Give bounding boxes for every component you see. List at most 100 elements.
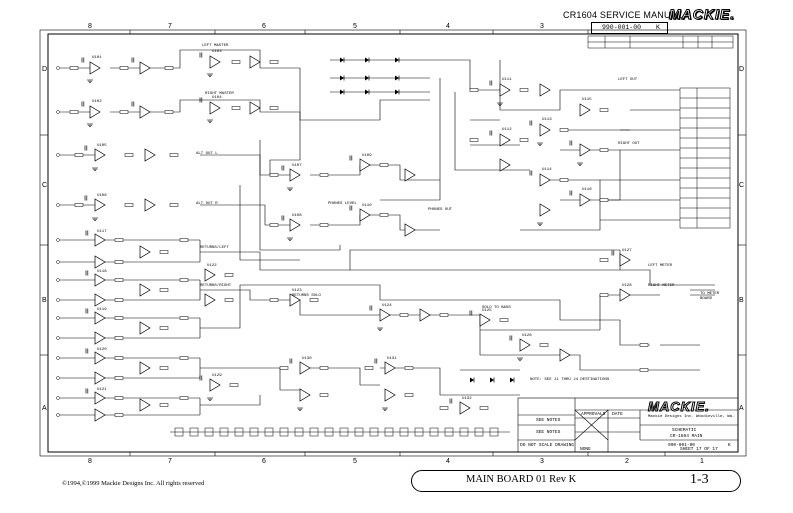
grid-col-top-7: 7 <box>168 23 172 30</box>
grid-col-top-6: 6 <box>262 23 266 30</box>
bottom-connector-row <box>174 427 499 437</box>
svg-text:U128: U128 <box>622 284 632 288</box>
grid-row-right-d: D <box>739 66 745 73</box>
svg-text:U117: U117 <box>97 230 107 234</box>
left-input-connectors <box>56 66 60 417</box>
svg-text:U120: U120 <box>97 348 107 352</box>
label-alt-out-r: ALT OUT R <box>196 202 218 206</box>
label-left-master: LEFT MASTER <box>202 44 229 48</box>
doc-number: 990-001-00 <box>602 24 642 31</box>
label-to-meter-board: TO METER BOARD <box>700 292 720 301</box>
label-alt-out-l: ALT OUT L <box>196 152 218 156</box>
label-solo-to-bass: SOLO TO BASS <box>482 306 511 310</box>
grid-col-bottom-3: 3 <box>540 458 544 465</box>
label-left-out: LEFT OUT <box>618 78 638 82</box>
drawing-frame <box>47 33 739 453</box>
title-block-sheet: SHEET 17 OF 17 <box>680 447 718 452</box>
manual-title: CR1604 SERVICE MANUAL <box>563 10 683 20</box>
grid-col-bottom-8: 8 <box>88 458 92 465</box>
grid-row-left-b: B <box>42 297 47 304</box>
svg-text:U102: U102 <box>92 100 102 104</box>
svg-text:U106: U106 <box>97 194 107 198</box>
title-block-scale: NONE <box>580 447 591 452</box>
title-block-frame <box>517 397 739 453</box>
svg-text:U108: U108 <box>292 214 302 218</box>
signal-wires <box>60 49 715 433</box>
diode-array <box>339 57 515 383</box>
title-block-see-notes-1: SEE NOTES <box>536 418 561 423</box>
grid-row-right-a: A <box>739 405 744 412</box>
svg-text:U110: U110 <box>362 204 372 208</box>
page-number: 1-3 <box>690 472 709 487</box>
grid-col-top-8: 8 <box>88 23 92 30</box>
resistor-array <box>69 60 649 417</box>
grid-col-bottom-5: 5 <box>353 458 357 465</box>
label-right-master: RIGHT MASTER <box>205 92 234 96</box>
svg-text:U115: U115 <box>582 98 592 102</box>
svg-text:U130: U130 <box>302 357 312 361</box>
label-phones-out: PHONES OUT <box>428 208 453 212</box>
grid-col-top-5: 5 <box>353 23 357 30</box>
label-returns-right: RETURNS/RIGHT <box>200 284 232 288</box>
svg-text:U103: U103 <box>212 50 222 54</box>
capacitor-array <box>81 52 615 404</box>
grid-row-left-a: A <box>42 405 47 412</box>
grid-col-bottom-6: 6 <box>262 458 266 465</box>
grid-col-bottom-7: 7 <box>168 458 172 465</box>
svg-text:U107: U107 <box>292 164 302 168</box>
svg-text:U119: U119 <box>97 308 107 312</box>
label-returns-solo: RETURNS SOLO <box>292 294 321 298</box>
svg-text:U125: U125 <box>482 309 492 313</box>
label-right-out: RIGHT OUT <box>618 142 640 146</box>
svg-text:U112: U112 <box>502 128 512 132</box>
label-phones-level: PHONES LEVEL <box>328 202 357 206</box>
svg-text:U118: U118 <box>97 270 107 274</box>
grid-row-left-d: D <box>42 66 48 73</box>
svg-text:U131: U131 <box>387 357 397 361</box>
title-block-rev: K <box>728 443 731 448</box>
title-block-date: DATE <box>612 412 623 417</box>
grid-col-bottom-2: 2 <box>625 458 629 465</box>
label-right-meter: RIGHT METER <box>648 284 675 288</box>
drawing-outer-frame <box>39 29 747 457</box>
svg-text:U123: U123 <box>292 289 302 293</box>
svg-text:U105: U105 <box>97 144 107 148</box>
svg-text:U122: U122 <box>207 264 217 268</box>
title-block-do-not-scale: DO NOT SCALE DRAWING <box>520 443 575 448</box>
copyright-notice: ©1994,©1999 Mackie Designs Inc. All righ… <box>62 480 205 487</box>
svg-text:U116: U116 <box>582 188 592 192</box>
grid-col-top-4: 4 <box>446 23 450 30</box>
column-ticks <box>40 30 746 456</box>
svg-text:U127: U127 <box>622 249 632 253</box>
grid-col-bottom-1: 1 <box>700 458 704 465</box>
title-block-sheet-title: SCHEMATIC <box>672 428 697 433</box>
revision-table <box>587 35 734 49</box>
svg-text:U113: U113 <box>542 118 552 122</box>
grid-row-right-b: B <box>739 297 744 304</box>
label-left-meter: LEFT METER <box>648 264 673 268</box>
svg-text:U121: U121 <box>97 388 107 392</box>
svg-text:U109: U109 <box>362 154 372 158</box>
svg-text:U104: U104 <box>212 96 222 100</box>
title-block-drawing-number: 990-001-00 <box>668 443 696 448</box>
svg-text:U129: U129 <box>212 374 222 378</box>
grid-col-bottom-4: 4 <box>446 458 450 465</box>
svg-text:U126: U126 <box>522 334 532 338</box>
label-note: NOTE: SEE J1 THRU J4 DESTINATIONS <box>530 378 610 382</box>
title-block-see-notes-2: SEE NOTES <box>536 430 561 435</box>
grid-col-top-3: 3 <box>540 23 544 30</box>
mackie-logo: MACKIE. <box>668 6 736 23</box>
ground-symbols <box>86 73 584 411</box>
doc-rev: K <box>656 24 660 31</box>
grid-row-left-c: C <box>42 182 48 189</box>
title-block-sheet-subtitle: CR-1604 MAIN <box>670 434 703 439</box>
title-block-company: Mackie Designs Inc. Woodinville, Wa. <box>648 415 735 419</box>
grid-row-right-c: C <box>739 182 745 189</box>
title-block-brand: MACKIE. <box>648 399 710 415</box>
svg-text:U114: U114 <box>542 168 552 172</box>
board-name: MAIN BOARD 01 Rev K <box>466 474 577 485</box>
svg-text:U101: U101 <box>92 56 102 60</box>
svg-text:U132: U132 <box>462 397 472 401</box>
